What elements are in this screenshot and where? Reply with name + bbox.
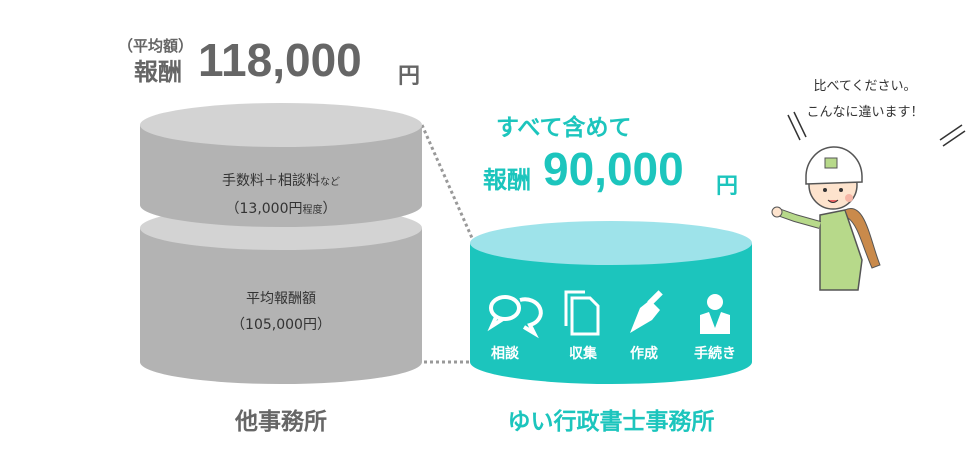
service-label: 収集 <box>569 346 597 362</box>
yui-yen: 円 <box>716 174 739 199</box>
service-label: 相談 <box>491 346 519 362</box>
speech-bubbles-icon <box>487 295 543 339</box>
yui-fee-label: 報酬 <box>483 166 531 194</box>
emphasis-marks <box>787 111 966 147</box>
other-fee-amount: 118,000 <box>198 34 362 86</box>
other-office-name: 他事務所 <box>235 409 327 435</box>
lower-segment-label: 平均報酬額 （105,000円） <box>231 291 331 333</box>
yui-office-name: ゆい行政書士事務所 <box>507 409 715 435</box>
avg-label: （平均額） <box>118 37 194 55</box>
other-yen: 円 <box>398 64 421 89</box>
yui-office-cylinder <box>470 221 752 384</box>
upper-segment-label: 手数料＋相談料など （13,000円程度） <box>222 173 340 217</box>
yui-headline: すべて含めて <box>496 115 632 141</box>
speech-text: 比べてください。 こんなに違います！ <box>806 79 924 120</box>
service-label: 手続き <box>694 346 736 362</box>
yui-fee-amount: 90,000 <box>543 143 684 195</box>
documents-icon <box>564 290 600 336</box>
other-fee-label: 報酬 <box>134 58 182 86</box>
service-label: 作成 <box>630 346 658 362</box>
connector-top <box>420 124 474 239</box>
helmet-girl-illustration <box>771 146 881 291</box>
other-office-upper-cylinder <box>140 103 422 227</box>
person-icon <box>700 294 730 334</box>
fountain-pen-icon <box>630 290 663 333</box>
